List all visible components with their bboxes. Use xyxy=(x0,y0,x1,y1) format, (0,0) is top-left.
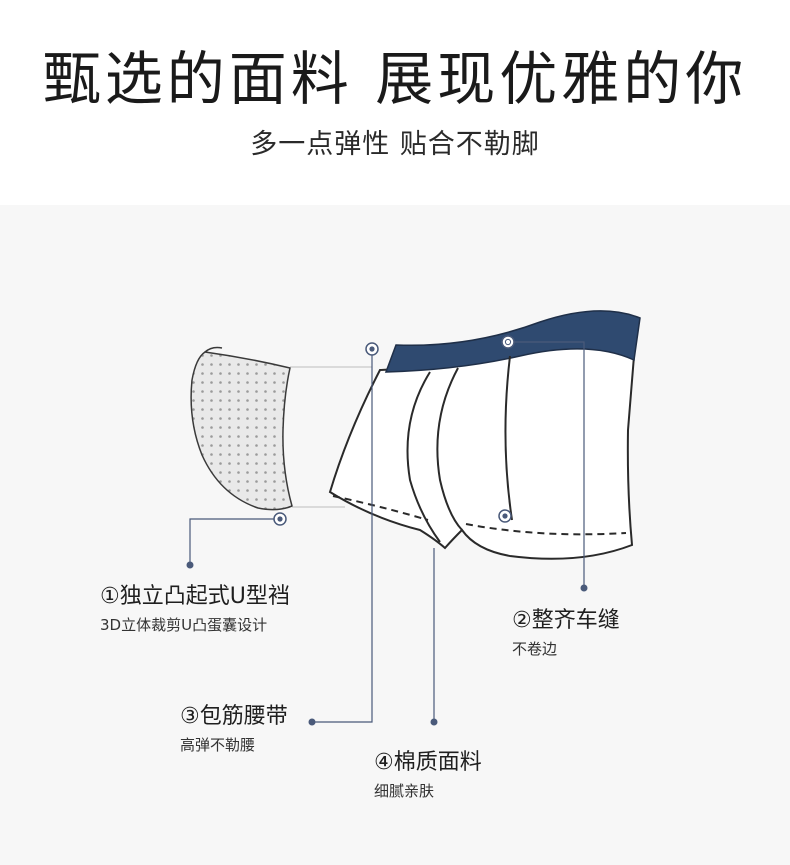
endpoint-dot-4 xyxy=(430,718,438,726)
feature-2-title: ②整齐车缝 xyxy=(512,608,620,633)
page-title: 甄选的面料 展现优雅的你 xyxy=(42,45,748,113)
feature-4-desc: 细腻亲肤 xyxy=(374,782,435,800)
feature-label-4: ④棉质面料 细腻亲肤 xyxy=(374,744,482,801)
page-subtitle: 多一点弹性 贴合不勒脚 xyxy=(250,129,540,160)
marker-1 xyxy=(273,512,287,526)
front-seam-right xyxy=(436,367,463,531)
leader-line-2 xyxy=(508,341,585,588)
marker-3 xyxy=(365,342,379,356)
left-hem-stitch xyxy=(332,495,429,521)
endpoint-dot-2 xyxy=(580,584,588,592)
endpoint-dot-3 xyxy=(308,718,316,726)
feature-label-3: ③包筋腰带 高弹不勒腰 xyxy=(180,698,288,755)
right-hem-stitch xyxy=(465,523,627,536)
marker-4 xyxy=(498,509,512,523)
endpoint-dot-1 xyxy=(186,561,194,569)
front-seam-left xyxy=(406,371,441,543)
feature-1-desc: 3D立体裁剪U凸蛋囊设计 xyxy=(100,616,268,634)
leader-line-3 xyxy=(312,349,373,723)
feature-2-desc: 不卷边 xyxy=(512,640,558,658)
leader-line-1 xyxy=(189,518,280,565)
diagram-panel xyxy=(0,205,790,865)
marker-2 xyxy=(501,335,515,349)
feature-1-title: ①独立凸起式U型裆 xyxy=(100,584,290,609)
feature-3-title: ③包筋腰带 xyxy=(180,704,288,729)
side-seam xyxy=(504,355,513,521)
feature-label-1: ①独立凸起式U型裆 3D立体裁剪U凸蛋囊设计 xyxy=(100,578,290,635)
feature-label-2: ②整齐车缝 不卷边 xyxy=(512,602,620,659)
feature-4-title: ④棉质面料 xyxy=(374,750,482,775)
header: 甄选的面料 展现优雅的你 多一点弹性 贴合不勒脚 xyxy=(0,0,790,205)
feature-3-desc: 高弹不勒腰 xyxy=(180,736,256,754)
dotted-pouch xyxy=(190,351,293,511)
